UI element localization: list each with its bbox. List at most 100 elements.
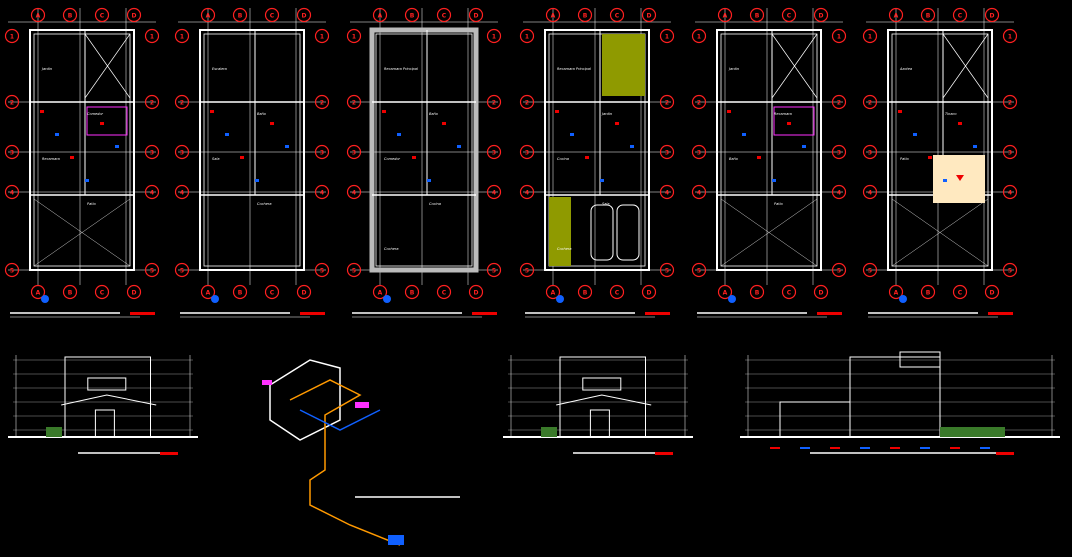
mark	[630, 145, 634, 148]
grid-bubble-circle	[296, 7, 312, 23]
mark	[600, 179, 604, 182]
grid-bubble-label: 5	[697, 268, 701, 275]
grid-bubble: 2	[1002, 94, 1018, 110]
grid-bubble-label: 2	[10, 100, 14, 107]
grid-bubble-circle	[519, 144, 535, 160]
grid-bubble-label: C	[442, 290, 447, 297]
grid-bubble: 5	[4, 262, 20, 278]
door	[589, 409, 610, 438]
mark	[973, 145, 977, 148]
grid-bubble-circle	[519, 262, 535, 278]
mark	[100, 122, 104, 125]
grid-bubble-label: 4	[1008, 190, 1012, 197]
grid-bubble: 2	[174, 94, 190, 110]
grid-bubble-label: 4	[180, 190, 184, 197]
grid-bubble-circle	[126, 284, 142, 300]
grid-bubble-circle	[486, 94, 502, 110]
mark	[615, 122, 619, 125]
grid-bubble: 1	[4, 28, 20, 44]
grid-bubble-label: 2	[180, 100, 184, 107]
grid-bubble: 1	[831, 28, 847, 44]
grid-bubble-label: A	[723, 13, 728, 20]
grid-bubble-label: A	[378, 13, 383, 20]
garden-area	[602, 34, 645, 96]
grid-bubble-circle	[486, 28, 502, 44]
grid-bubble-circle	[372, 284, 388, 300]
grid-bubble-circle	[314, 28, 330, 44]
grid-bubble: D	[813, 284, 829, 300]
mark	[860, 447, 870, 449]
grid-bubble-label: 4	[10, 190, 14, 197]
fixture	[355, 402, 369, 408]
grid-bubble-circle	[62, 284, 78, 300]
grid-bubble: 3	[4, 144, 20, 160]
room-label: Cocina	[557, 157, 569, 161]
mark	[240, 156, 244, 159]
grid-bubble-label: 5	[492, 268, 496, 275]
grid-bubble-circle	[691, 28, 707, 44]
grid-bubble-circle	[232, 7, 248, 23]
grid-bubble-label: 1	[697, 34, 701, 41]
grid-bubble-circle	[1002, 94, 1018, 110]
grid-bubble: 5	[486, 262, 502, 278]
grid-bubble-circle	[519, 28, 535, 44]
north-arrow-icon	[41, 295, 49, 303]
mark	[772, 179, 776, 182]
grid-bubble: A	[372, 7, 388, 23]
grid-bubble-label: D	[132, 13, 137, 20]
grid-bubble-circle	[691, 144, 707, 160]
grid-bubble: A	[545, 284, 561, 300]
grid-bubble-circle	[659, 144, 675, 160]
room-label: Jardin	[41, 67, 52, 71]
mark	[115, 145, 119, 148]
grid-bubble: 4	[862, 184, 878, 200]
grid-bubble-label: 2	[492, 100, 496, 107]
grid-bubble-circle	[545, 7, 561, 23]
grid-bubble-circle	[691, 184, 707, 200]
scale-bar	[655, 452, 673, 455]
grid-bubble: C	[781, 7, 797, 23]
grid-bubble: 5	[519, 262, 535, 278]
grid-bubble: 5	[831, 262, 847, 278]
roof	[556, 394, 652, 406]
scale-bar	[130, 312, 155, 315]
grid-bubble-circle	[862, 262, 878, 278]
grid-bubble: 2	[659, 94, 675, 110]
grid-bubble-circle	[4, 262, 20, 278]
scale-bar	[817, 312, 842, 315]
section-longitudinal	[740, 351, 1060, 455]
grid-bubble-label: B	[583, 13, 588, 20]
grid-bubble-circle	[144, 94, 160, 110]
elevation-front-2	[503, 355, 693, 455]
grid-bubble: B	[404, 284, 420, 300]
grid-bubble-label: 2	[837, 100, 841, 107]
grid-bubble: 4	[519, 184, 535, 200]
grid-bubble: B	[232, 7, 248, 23]
grid-bubble-circle	[468, 7, 484, 23]
grid-bubble-label: C	[270, 290, 275, 297]
plan-3: Recamara PrincipalBañoComedorCocinaCoche…	[346, 7, 502, 318]
grid-bubble-label: C	[787, 290, 792, 297]
grid-bubble-label: A	[551, 290, 556, 297]
grid-bubble-label: B	[755, 290, 760, 297]
grid-bubble-circle	[659, 94, 675, 110]
grid-bubble-circle	[4, 144, 20, 160]
grid-bubble: 3	[831, 144, 847, 160]
mark	[255, 179, 259, 182]
grid-bubble-circle	[144, 144, 160, 160]
grid-bubble-label: 1	[837, 34, 841, 41]
plan-4: Recamara PrincipalJardinCocinaSalaCocher…	[519, 7, 675, 318]
mark	[830, 447, 840, 449]
grid-bubble-circle	[717, 7, 733, 23]
mark	[70, 156, 74, 159]
grid-bubble-circle	[314, 184, 330, 200]
grid-bubble-label: A	[894, 13, 899, 20]
grid-bubble-label: 1	[352, 34, 356, 41]
mark	[382, 110, 386, 113]
car-icon	[616, 204, 640, 261]
grid-bubble-label: B	[926, 13, 931, 20]
grid-bubble-circle	[920, 7, 936, 23]
